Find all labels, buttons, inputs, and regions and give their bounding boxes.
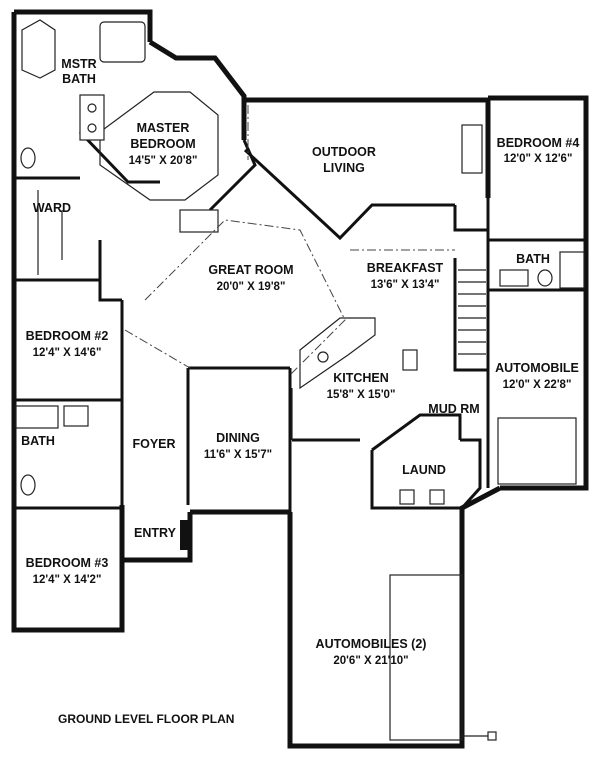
room-name: OUTDOOR: [312, 145, 376, 159]
room-name: AUTOMOBILES (2): [316, 637, 427, 651]
room-name: FOYER: [132, 437, 175, 451]
room-dimensions: 13'6" X 13'4": [371, 279, 440, 291]
exterior-walls: [11, 9, 589, 749]
ceiling-dashed-lines: [124, 105, 455, 376]
plan-caption: GROUND LEVEL FLOOR PLAN: [58, 712, 234, 726]
room-bedroom-2: BEDROOM #2 12'4" X 14'6": [26, 329, 109, 359]
room-dimensions: 20'6" X 21'10": [333, 655, 408, 667]
room-mud-rm: MUD RM: [428, 402, 479, 416]
room-automobiles-2: AUTOMOBILES (2) 20'6" X 21'10": [316, 637, 427, 667]
room-laund: LAUND: [402, 463, 446, 477]
room-dimensions: 11'6" X 15'7": [204, 449, 272, 461]
room-name: MASTER: [137, 121, 190, 135]
fixtures: [15, 19, 585, 550]
room-dimensions: 12'0" X 22'8": [503, 379, 572, 391]
room-ward: WARD: [33, 201, 71, 215]
room-name: BEDROOM #2: [26, 329, 109, 343]
detail-lines: [37, 91, 577, 741]
room-name: ENTRY: [134, 526, 177, 540]
room-name: AUTOMOBILE: [495, 361, 579, 375]
room-dimensions: 12'0" X 12'6": [504, 153, 573, 165]
room-dining: DINING 11'6" X 15'7": [204, 431, 272, 461]
room-outdoor-living: OUTDOOR LIVING: [312, 145, 376, 175]
room-name: GREAT ROOM: [208, 263, 293, 277]
room-name: DINING: [216, 431, 260, 445]
room-dimensions: 12'4" X 14'6": [33, 347, 102, 359]
room-name: LAUND: [402, 463, 446, 477]
room-dimensions: 20'0" X 19'8": [217, 281, 286, 293]
room-automobile: AUTOMOBILE 12'0" X 22'8": [495, 361, 579, 391]
room-mstr-bath: MSTR BATH: [61, 57, 96, 86]
room-name: BEDROOM: [130, 137, 195, 151]
room-bath-left: BATH: [21, 434, 55, 448]
room-bedroom-4: BEDROOM #4 12'0" X 12'6": [497, 136, 580, 165]
room-name: BREAKFAST: [367, 261, 444, 275]
room-name: MUD RM: [428, 402, 479, 416]
room-dimensions: 15'8" X 15'0": [327, 389, 396, 401]
room-bath-right: BATH: [516, 252, 550, 266]
room-foyer: FOYER: [132, 437, 175, 451]
room-name: LIVING: [323, 161, 365, 175]
room-kitchen: KITCHEN 15'8" X 15'0": [327, 371, 396, 401]
room-name: BATH: [62, 72, 96, 86]
room-name: BATH: [516, 252, 550, 266]
room-master-bedroom: MASTER BEDROOM 14'5" X 20'8": [129, 121, 198, 167]
room-bedroom-3: BEDROOM #3 12'4" X 14'2": [26, 556, 109, 586]
room-great-room: GREAT ROOM 20'0" X 19'8": [208, 263, 293, 293]
room-name: WARD: [33, 201, 71, 215]
room-dimensions: 14'5" X 20'8": [129, 155, 198, 167]
room-name: MSTR: [61, 57, 96, 71]
room-breakfast: BREAKFAST 13'6" X 13'4": [367, 261, 444, 291]
room-entry: ENTRY: [134, 526, 177, 540]
room-name: BEDROOM #3: [26, 556, 109, 570]
interior-walls: [14, 130, 586, 512]
room-name: BEDROOM #4: [497, 136, 580, 150]
room-name: BATH: [21, 434, 55, 448]
room-dimensions: 12'4" X 14'2": [33, 574, 102, 586]
room-name: KITCHEN: [333, 371, 389, 385]
